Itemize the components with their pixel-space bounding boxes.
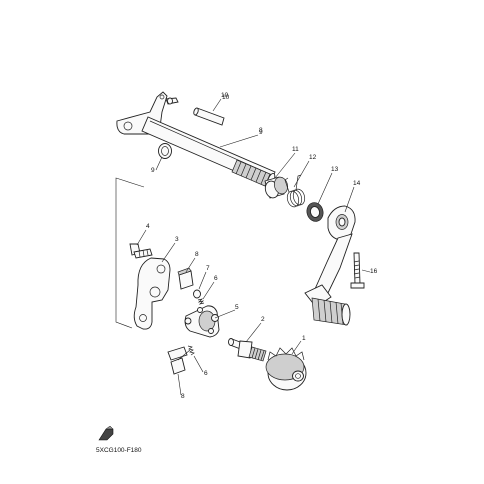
leader-lines: [136, 98, 371, 396]
coil-spring-lower-part: [187, 345, 195, 356]
shift-shaft-part: [116, 91, 276, 188]
callout-6-upper: 6: [214, 275, 218, 282]
collar-part: [264, 176, 289, 199]
callout-7-upper: 7: [206, 265, 210, 272]
callout-16: 16: [370, 268, 378, 275]
bolt-part: [350, 252, 365, 289]
callout-10: 9: [259, 129, 263, 136]
callout-11: 11: [292, 146, 299, 153]
small-spring-upper-part: [193, 289, 201, 299]
callout-12: 12: [309, 154, 317, 161]
diagram-code: 5XCG100-F180: [96, 447, 142, 454]
coil-spring-upper-part: [197, 298, 205, 305]
callout-5: 5: [235, 304, 239, 311]
shift-guide-part: [184, 305, 220, 338]
pin-part: [193, 107, 225, 126]
oil-seal-part: [306, 202, 324, 222]
shift-pedal-part: [304, 205, 356, 326]
front-direction-icon: [98, 426, 114, 441]
callout-8-upper: 8: [195, 251, 199, 258]
callout-4: 4: [146, 223, 150, 230]
callout-3: 3: [175, 236, 179, 243]
drum-segment-part: [265, 347, 307, 391]
callout-6-lower: 6: [204, 370, 208, 377]
callout-1: 1: [302, 335, 306, 342]
torsion-spring-part: [284, 174, 306, 208]
segment-block-upper-part: [177, 267, 194, 290]
callout-labels: 10 9 9 9 9 9 9 9 9 9: [222, 94, 263, 136]
seal-collar-part: [158, 143, 172, 159]
callout-10: 8: [259, 127, 263, 134]
callout-15: 14: [353, 180, 361, 187]
stopper-plate-part: [133, 257, 171, 330]
small-bolt-part: [129, 243, 153, 259]
callout-2: 2: [261, 316, 265, 323]
threaded-stud-part: [228, 338, 267, 362]
small-spring-lower-part: [167, 346, 188, 361]
reference-bracket: [115, 177, 145, 329]
callout-13: 10: [221, 92, 229, 99]
callout-8-lower: 8: [181, 393, 185, 400]
callout-9: 9: [151, 167, 155, 174]
callout-14: 13: [331, 166, 339, 173]
callout-13: 10: [222, 94, 230, 101]
